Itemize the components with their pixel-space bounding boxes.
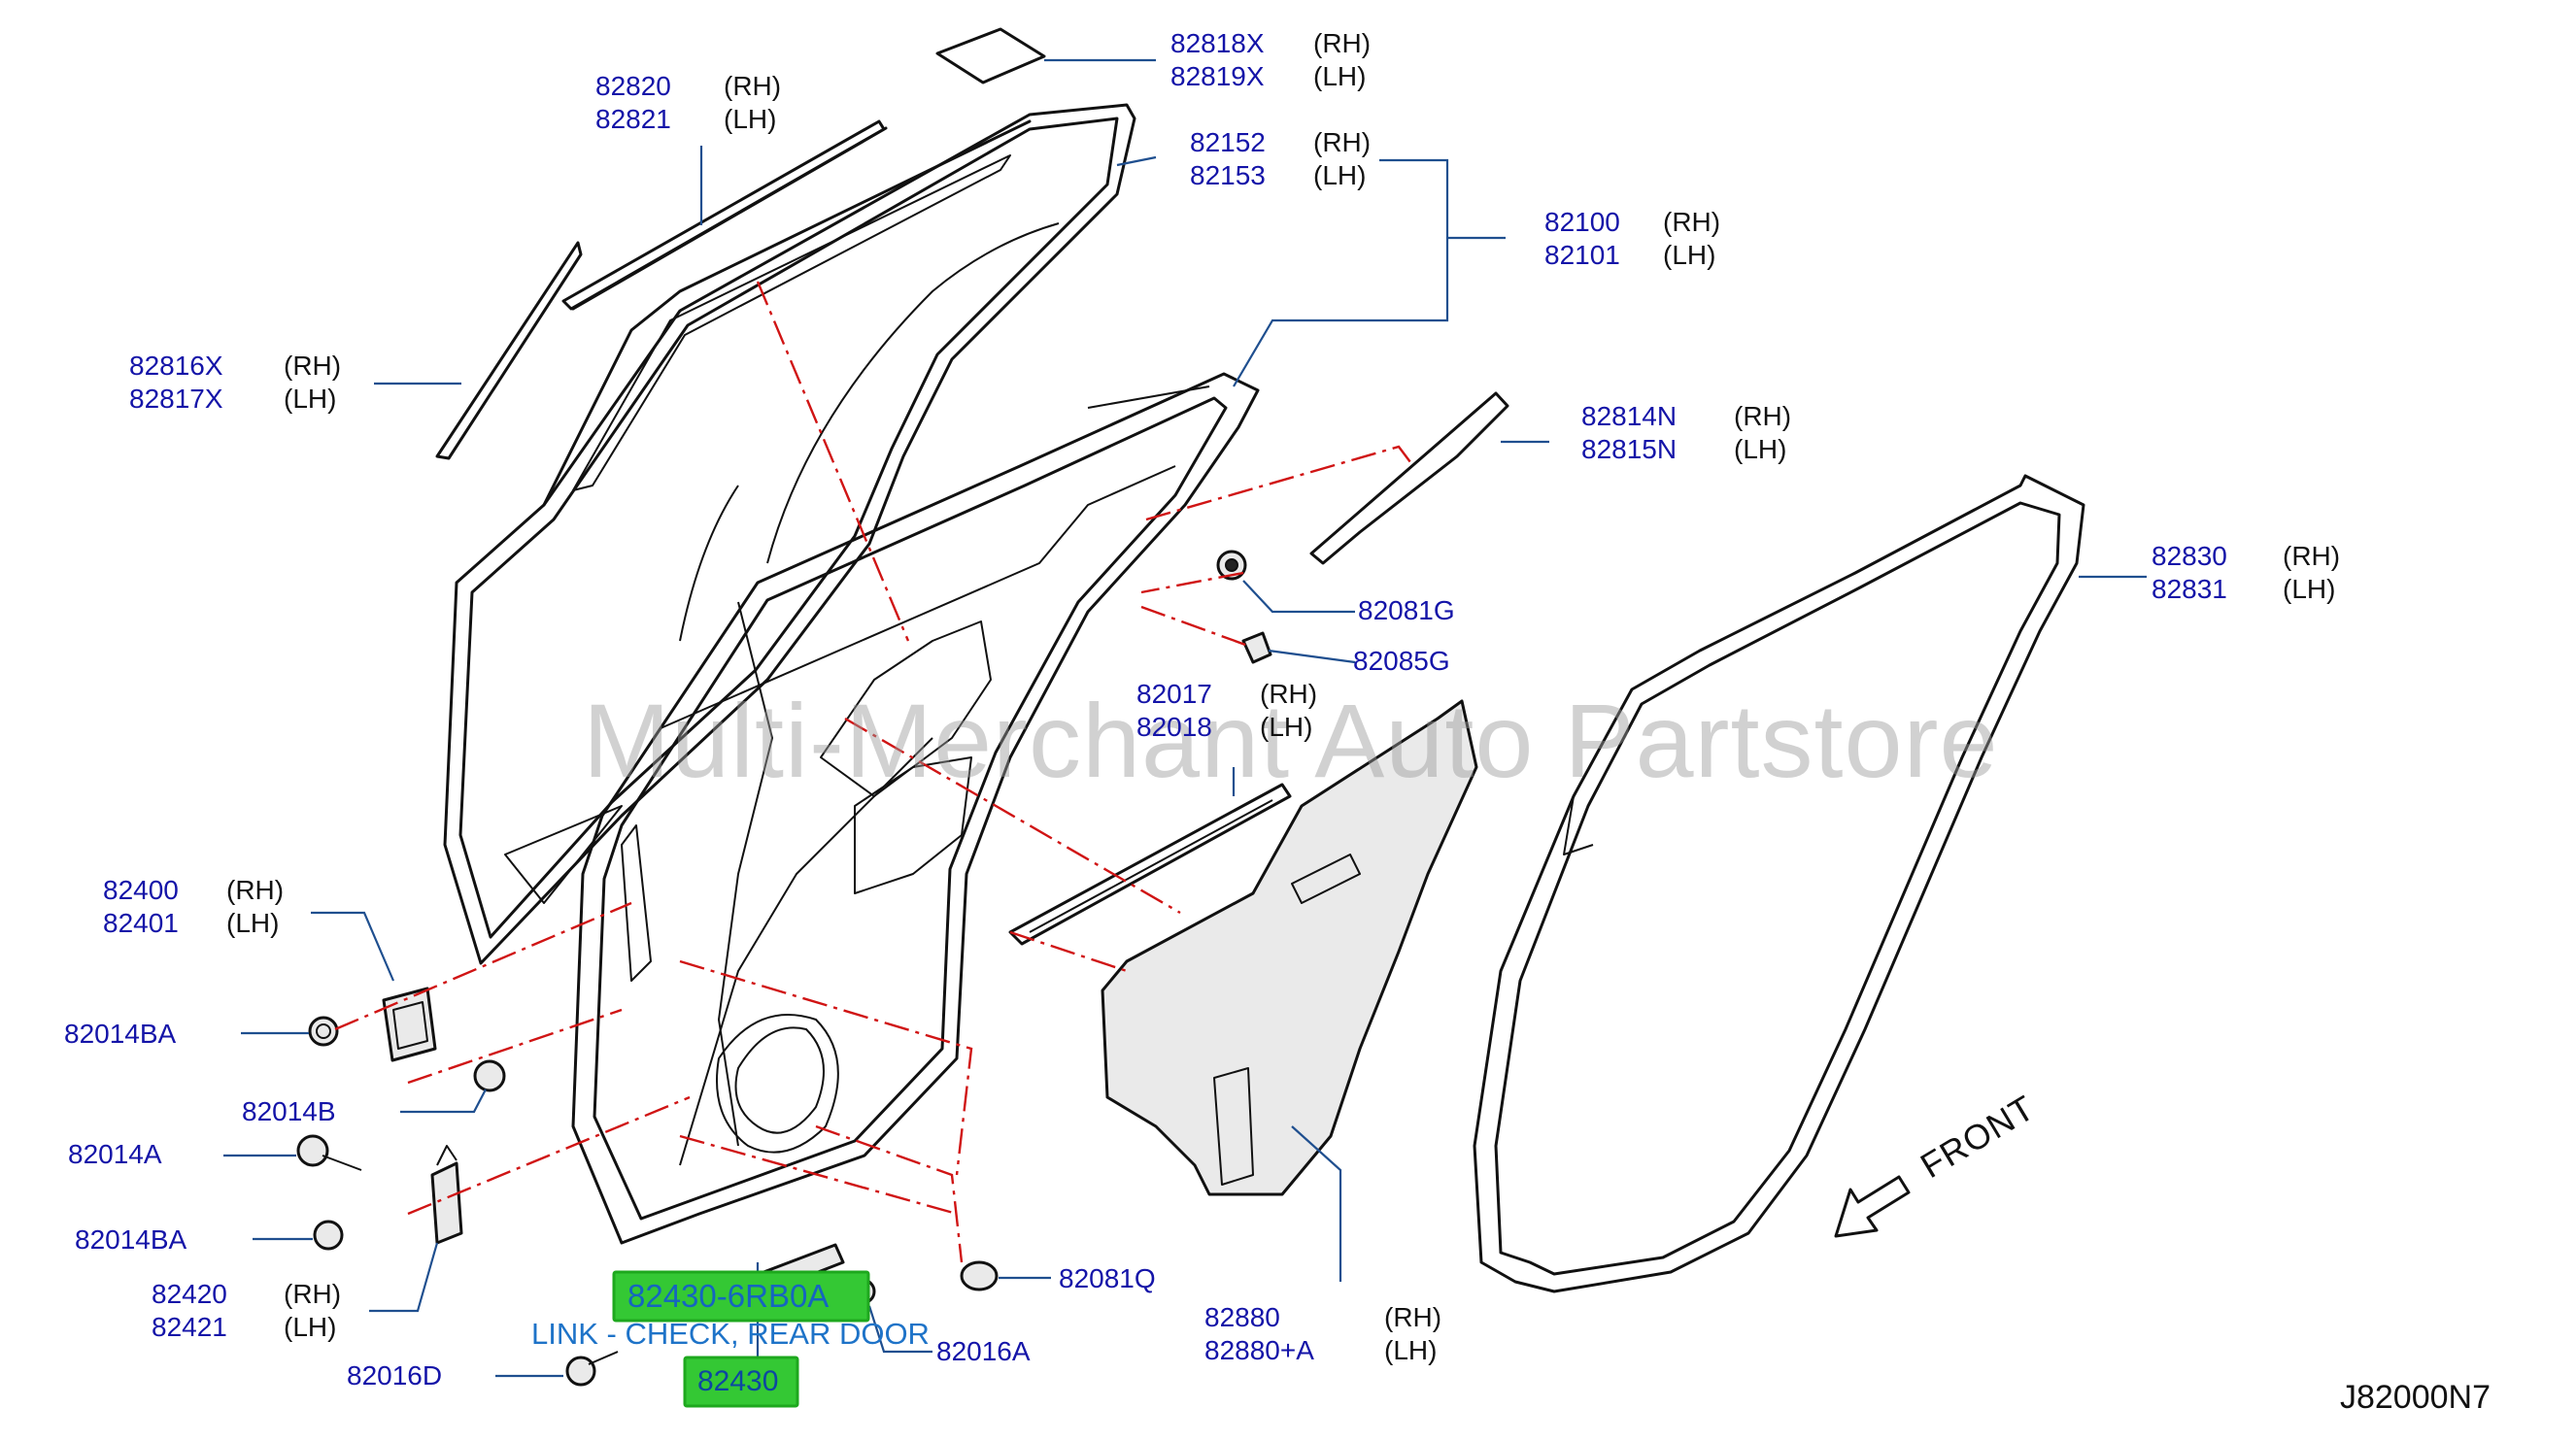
door-trim-panel — [1101, 699, 1478, 1196]
watermark: Multi-Merchant Auto Partstore — [583, 682, 1999, 799]
side-rh: (RH) — [1384, 1302, 1442, 1332]
door-inner-panel — [571, 372, 1260, 1245]
plug-82081Q — [960, 1260, 999, 1291]
part-label-82421[interactable]: 82421 — [152, 1312, 227, 1342]
side-lh: (LH) — [284, 384, 337, 414]
bolt-82014BA-bottom — [313, 1220, 344, 1251]
side-lh: (LH) — [284, 1312, 337, 1342]
side-rh: (RH) — [284, 351, 342, 381]
highlight-box-part-number — [612, 1270, 870, 1323]
side-rh: (RH) — [1734, 401, 1792, 431]
nut-82014B — [473, 1059, 506, 1092]
leader-lines — [223, 58, 2147, 1378]
side-lh: (LH) — [1663, 240, 1716, 270]
side-rh: (RH) — [2283, 541, 2341, 571]
side-rh: (RH) — [724, 71, 782, 101]
top-corner-cover — [935, 27, 1046, 84]
grommet-82081G — [1216, 550, 1247, 581]
part-label-82018[interactable]: 82018 — [1136, 712, 1212, 742]
side-lh: (LH) — [1313, 61, 1367, 91]
highlight-box-82430 — [683, 1356, 799, 1408]
inner-belt-weatherstrip — [1008, 783, 1292, 946]
side-lh: (LH) — [1260, 712, 1313, 742]
bolt-82016D — [565, 1351, 619, 1387]
front-arrow-icon — [1834, 1175, 1911, 1238]
part-label-82420[interactable]: 82420 — [152, 1279, 227, 1309]
part-label-82017[interactable]: 82017 — [1136, 679, 1212, 709]
bumper-82085G — [1241, 631, 1272, 664]
part-label-82816X[interactable]: 82816X — [129, 351, 223, 381]
part-label-82101[interactable]: 82101 — [1544, 240, 1620, 270]
highlight-part-number[interactable]: 82430-6RB0A — [627, 1278, 830, 1314]
part-label-82831[interactable]: 82831 — [2152, 574, 2227, 604]
part-label-82880[interactable]: 82880 — [1204, 1302, 1280, 1332]
part-label-82814N[interactable]: 82814N — [1581, 401, 1678, 431]
part-label-82815N[interactable]: 82815N — [1581, 434, 1678, 464]
door-outer-panel — [443, 103, 1136, 965]
side-rh: (RH) — [1663, 207, 1721, 237]
part-label-82818X[interactable]: 82818X — [1170, 28, 1265, 58]
part-label-82085G[interactable]: 82085G — [1353, 646, 1450, 676]
side-rh: (RH) — [226, 875, 285, 905]
side-rh: (RH) — [1313, 28, 1372, 58]
side-lh: (LH) — [1734, 434, 1787, 464]
part-label-82014B[interactable]: 82014B — [242, 1096, 336, 1126]
assembly-lines — [334, 281, 1414, 1263]
part-label-82830[interactable]: 82830 — [2152, 541, 2227, 571]
bolt-82014A — [296, 1134, 362, 1171]
part-label-82400[interactable]: 82400 — [103, 875, 179, 905]
lower-hinge — [430, 1145, 463, 1245]
side-rh: (RH) — [284, 1279, 342, 1309]
side-lh: (LH) — [724, 104, 777, 134]
part-label-82817X[interactable]: 82817X — [129, 384, 223, 414]
part-label-82153[interactable]: 82153 — [1190, 160, 1266, 190]
part-label-82880A[interactable]: 82880+A — [1204, 1335, 1314, 1365]
part-label-82401[interactable]: 82401 — [103, 908, 179, 938]
part-label-82081Q[interactable]: 82081Q — [1059, 1263, 1156, 1293]
side-lh: (LH) — [226, 908, 280, 938]
door-weatherstrip — [1473, 474, 2085, 1293]
side-lh: (LH) — [2283, 574, 2336, 604]
part-label-82821[interactable]: 82821 — [595, 104, 671, 134]
side-lh: (LH) — [1313, 160, 1367, 190]
rear-sash-cover — [1309, 391, 1509, 565]
side-rh: (RH) — [1313, 127, 1372, 157]
diagram-code: J82000N7 — [2339, 1379, 2491, 1416]
highlight-description: LINK - CHECK, REAR DOOR — [531, 1317, 930, 1351]
highlight-boxed-part[interactable]: 82430 — [697, 1365, 779, 1397]
part-label-82014BA-top[interactable]: 82014BA — [64, 1019, 177, 1049]
bolt-82014BA-top — [308, 1016, 339, 1047]
part-label-82014A[interactable]: 82014A — [68, 1139, 162, 1169]
part-label-82014BA-bottom[interactable]: 82014BA — [75, 1224, 187, 1255]
part-label-82081G[interactable]: 82081G — [1358, 595, 1455, 625]
belt-moulding — [561, 119, 888, 311]
side-lh: (LH) — [1384, 1335, 1438, 1365]
part-label-82152[interactable]: 82152 — [1190, 127, 1266, 157]
sash-cover-front — [435, 241, 583, 460]
upper-hinge — [382, 987, 437, 1062]
side-rh: (RH) — [1260, 679, 1318, 709]
part-label-82820[interactable]: 82820 — [595, 71, 671, 101]
part-label-82819X[interactable]: 82819X — [1170, 61, 1265, 91]
part-label-82100[interactable]: 82100 — [1544, 207, 1620, 237]
part-label-82016A[interactable]: 82016A — [936, 1336, 1031, 1366]
part-label-82016D[interactable]: 82016D — [347, 1360, 443, 1391]
